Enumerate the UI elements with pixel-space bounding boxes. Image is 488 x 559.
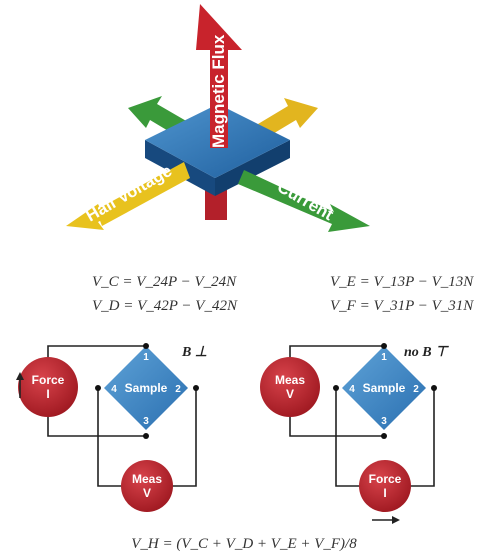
- left-meas-line1: Meas: [132, 472, 162, 486]
- left-equations: V_C = V_24P − V_24N V_D = V_42P − V_42N: [92, 274, 238, 314]
- wire-right-top: [289, 345, 384, 358]
- yellow-arrow-back: [258, 98, 318, 138]
- left-node-3: 3: [143, 416, 149, 427]
- left-contact-2: [193, 385, 199, 391]
- right-contact-1: [381, 343, 387, 349]
- wire-right-node2: [408, 388, 435, 487]
- left-contact-4: [95, 385, 101, 391]
- wire-left-top: [47, 345, 146, 358]
- left-circuit: [47, 345, 197, 487]
- wire-right-bottom: [289, 416, 384, 437]
- right-meas-line2: V: [286, 387, 294, 401]
- right-contact-3: [381, 433, 387, 439]
- left-field-label: B ⊥: [181, 345, 207, 360]
- right-circuit: [289, 345, 435, 487]
- magnetic-flux-label: Magnetic Flux: [209, 34, 228, 148]
- left-eq-1: V_C = V_24P − V_24N: [92, 274, 237, 290]
- right-contact-4: [333, 385, 339, 391]
- wire-right-node4: [335, 388, 362, 487]
- left-node-4: 4: [111, 384, 117, 395]
- top-graphic: Magnetic Flux Hall Voltage Current: [66, 4, 370, 232]
- left-meas-source: [121, 460, 173, 512]
- right-node-1: 1: [381, 352, 387, 363]
- right-eq-1: V_E = V_13P − V_13N: [330, 274, 474, 290]
- left-force-line2: I: [46, 387, 49, 401]
- left-sample: [104, 346, 188, 430]
- wire-left-node4: [97, 388, 124, 487]
- left-circuit-parts: Force I Sample 1 2 3 4 Meas V B ⊥: [16, 343, 207, 512]
- left-contact-1: [143, 343, 149, 349]
- left-force-line1: Force: [32, 373, 65, 387]
- left-node-2: 2: [175, 384, 181, 395]
- right-force-source: [359, 460, 411, 512]
- hall-voltage-arrow: Hall Voltage: [66, 161, 190, 230]
- slab-right-face: [215, 140, 290, 196]
- magnetic-flux-arrow-lower: [205, 185, 227, 220]
- right-current-arrowhead: [392, 516, 400, 524]
- right-sample: [342, 346, 426, 430]
- right-contact-2: [431, 385, 437, 391]
- left-force-source: [18, 357, 78, 417]
- right-sample-label: Sample: [363, 381, 406, 395]
- left-sample-label: Sample: [125, 381, 168, 395]
- magnetic-flux-arrow: Magnetic Flux: [196, 4, 242, 148]
- left-node-1: 1: [143, 352, 149, 363]
- hall-voltage-formula: V_H = (V_C + V_D + V_E + V_F)/8: [131, 536, 357, 552]
- right-node-4: 4: [349, 384, 355, 395]
- right-field-label: no B ⊤: [404, 345, 449, 360]
- right-eq-2: V_F = V_31P − V_31N: [330, 298, 474, 314]
- left-contact-3: [143, 433, 149, 439]
- right-force-line1: Force: [369, 472, 402, 486]
- left-current-arrowhead: [16, 372, 24, 380]
- current-arrow: Current: [238, 170, 370, 232]
- right-meas-source: [260, 357, 320, 417]
- right-force-line2: I: [383, 486, 386, 500]
- right-node-3: 3: [381, 416, 387, 427]
- right-node-2: 2: [413, 384, 419, 395]
- right-circuit-parts: Meas V Sample 1 2 3 4 Force I no B ⊤: [260, 343, 449, 524]
- wire-left-bottom: [47, 416, 146, 437]
- left-eq-2: V_D = V_42P − V_42N: [92, 298, 238, 314]
- right-meas-line1: Meas: [275, 373, 305, 387]
- right-equations: V_E = V_13P − V_13N V_F = V_31P − V_31N: [330, 274, 474, 314]
- wire-left-node2: [170, 388, 197, 487]
- left-meas-line2: V: [143, 486, 151, 500]
